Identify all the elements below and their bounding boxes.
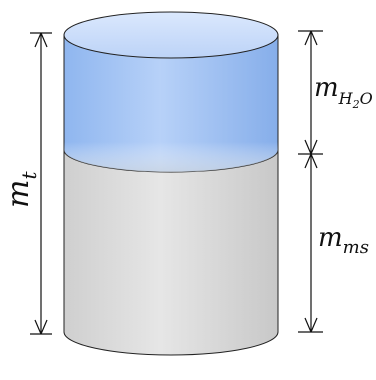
water-portion-shade [64,35,278,172]
total-mass-label: mt [1,171,41,208]
solid-portion [63,149,279,356]
solid-mass-dimension [298,153,323,333]
total-mass-dimension [30,32,52,335]
water-mass-label: mH2O [314,73,373,111]
solid-mass-label: mms [318,223,369,258]
svg-text:mt: mt [1,171,41,208]
cylinder-top [63,11,279,59]
